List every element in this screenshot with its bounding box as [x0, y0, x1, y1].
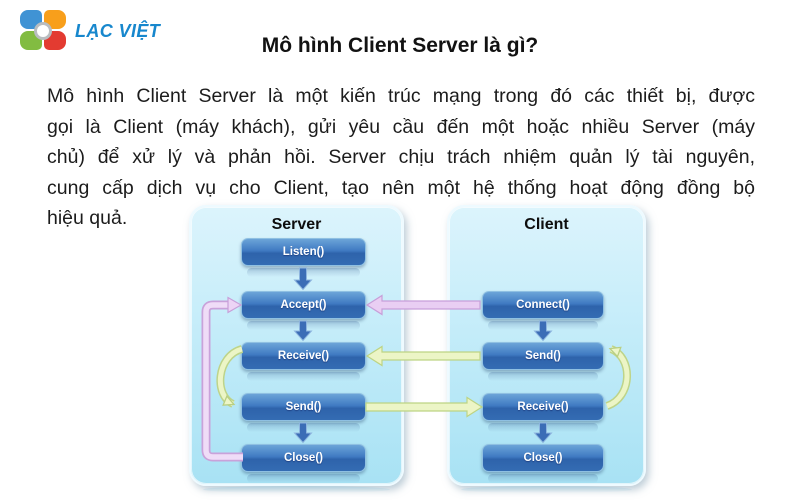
- paragraph-line: gọi là Client (máy khách), gửi yêu cầu đ…: [47, 115, 755, 138]
- node-server-close: Close(): [241, 444, 366, 483]
- node-client-receive: Receive(): [482, 393, 604, 432]
- node-client-connect: Connect(): [482, 291, 604, 330]
- paragraph-line: cung cấp dịch vụ cho Client, tạo nên một…: [47, 176, 755, 199]
- node-server-receive: Receive(): [241, 342, 366, 381]
- lacviet-logo-icon: [20, 10, 66, 52]
- paragraph-line: hiệu quả.: [47, 207, 128, 229]
- node-server-send: Send(): [241, 393, 366, 432]
- node-server-listen: Listen(): [241, 238, 366, 277]
- logo-text: LẠC VIỆT: [75, 20, 161, 41]
- node-client-send: Send(): [482, 342, 604, 381]
- client-panel-title: Client: [524, 216, 569, 233]
- paragraph-line: Mô hình Client Server là một kiến trúc m…: [47, 85, 755, 107]
- lacviet-logo[interactable]: LẠC VIỆT: [20, 10, 160, 52]
- server-panel-title: Server: [271, 216, 322, 233]
- node-client-close: Close(): [482, 444, 604, 483]
- logo-center-dot: [34, 22, 52, 40]
- node-server-accept: Accept(): [241, 291, 366, 330]
- intro-paragraph: Mô hình Client Server là một kiến trúc m…: [47, 81, 755, 234]
- client-server-diagram: Server Client Listen() Accept() Receive(…: [186, 198, 656, 498]
- paragraph-line: chủ) để xử lý và phản hồi. Server chịu t…: [47, 146, 755, 168]
- page-title: Mô hình Client Server là gì?: [261, 34, 539, 57]
